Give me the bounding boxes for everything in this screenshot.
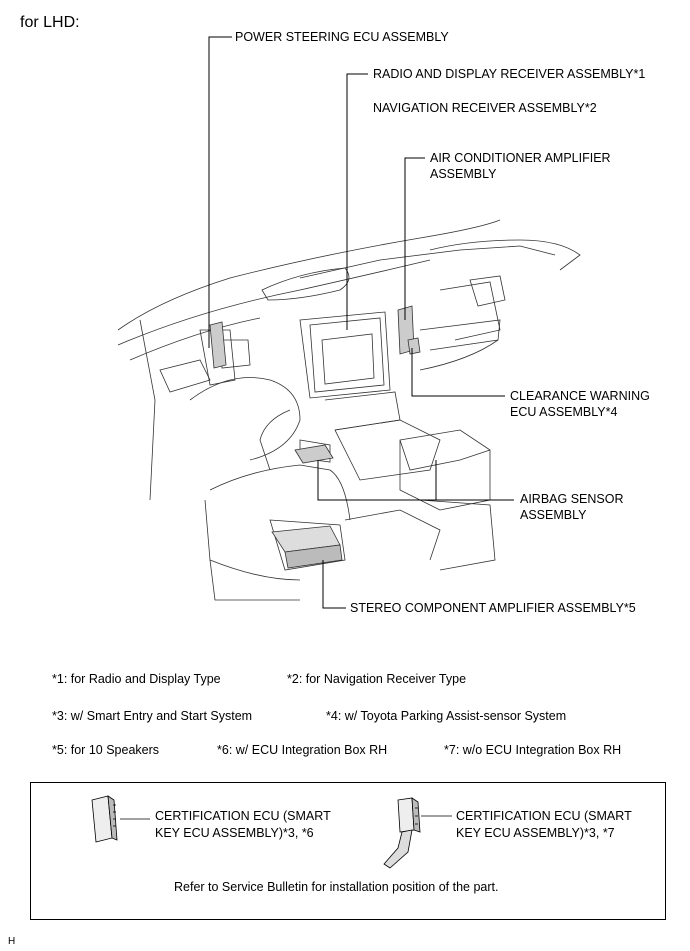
dashboard-illustration: [117, 219, 581, 601]
label-airbag-line2: ASSEMBLY: [520, 508, 587, 522]
cert-left-line2: KEY ECU ASSEMBLY)*3, *6: [155, 826, 314, 840]
leader-radio: [346, 73, 368, 330]
label-navigation: NAVIGATION RECEIVER ASSEMBLY*2: [373, 101, 597, 115]
note-7: *7: w/o ECU Integration Box RH: [444, 743, 622, 757]
label-clearance-line1: CLEARANCE WARNING: [510, 389, 650, 403]
label-radio-display: RADIO AND DISPLAY RECEIVER ASSEMBLY*1: [373, 67, 646, 81]
label-clearance-line2: ECU ASSEMBLY*4: [510, 405, 618, 419]
leader-ac-amplifier: [404, 157, 425, 320]
note-4: *4: w/ Toyota Parking Assist-sensor Syst…: [326, 709, 567, 723]
note-5: *5: for 10 Speakers: [52, 743, 160, 757]
note-2: *2: for Navigation Receiver Type: [287, 672, 467, 686]
cert-left-line1: CERTIFICATION ECU (SMART: [155, 809, 331, 823]
leader-stereo: [322, 560, 346, 609]
leader-lines: [208, 36, 514, 609]
leader-power-steering: [208, 36, 232, 348]
label-power-steering: POWER STEERING ECU ASSEMBLY: [235, 30, 449, 44]
inset-illustrations: [91, 795, 452, 869]
label-stereo: STEREO COMPONENT AMPLIFIER ASSEMBLY*5: [350, 601, 636, 615]
certification-ecu-box: [30, 782, 666, 920]
cert-ecu-right-illustration: [383, 797, 421, 869]
label-ac-amplifier-line1: AIR CONDITIONER AMPLIFIER: [430, 151, 611, 165]
corner-mark: H: [8, 936, 16, 947]
note-6: *6: w/ ECU Integration Box RH: [217, 743, 388, 757]
cert-right-line1: CERTIFICATION ECU (SMART: [456, 809, 632, 823]
box-footer-note: Refer to Service Bulletin for installati…: [174, 880, 499, 894]
note-1: *1: for Radio and Display Type: [52, 672, 221, 686]
cert-ecu-left-illustration: [91, 795, 118, 843]
label-ac-amplifier-line2: ASSEMBLY: [430, 167, 497, 181]
label-airbag-line1: AIRBAG SENSOR: [520, 492, 624, 506]
leader-airbag: [317, 460, 514, 501]
note-3: *3: w/ Smart Entry and Start System: [52, 709, 253, 723]
cert-right-line2: KEY ECU ASSEMBLY)*3, *7: [456, 826, 615, 840]
page-header: for LHD:: [20, 14, 80, 31]
leader-clearance-warning: [411, 348, 505, 397]
